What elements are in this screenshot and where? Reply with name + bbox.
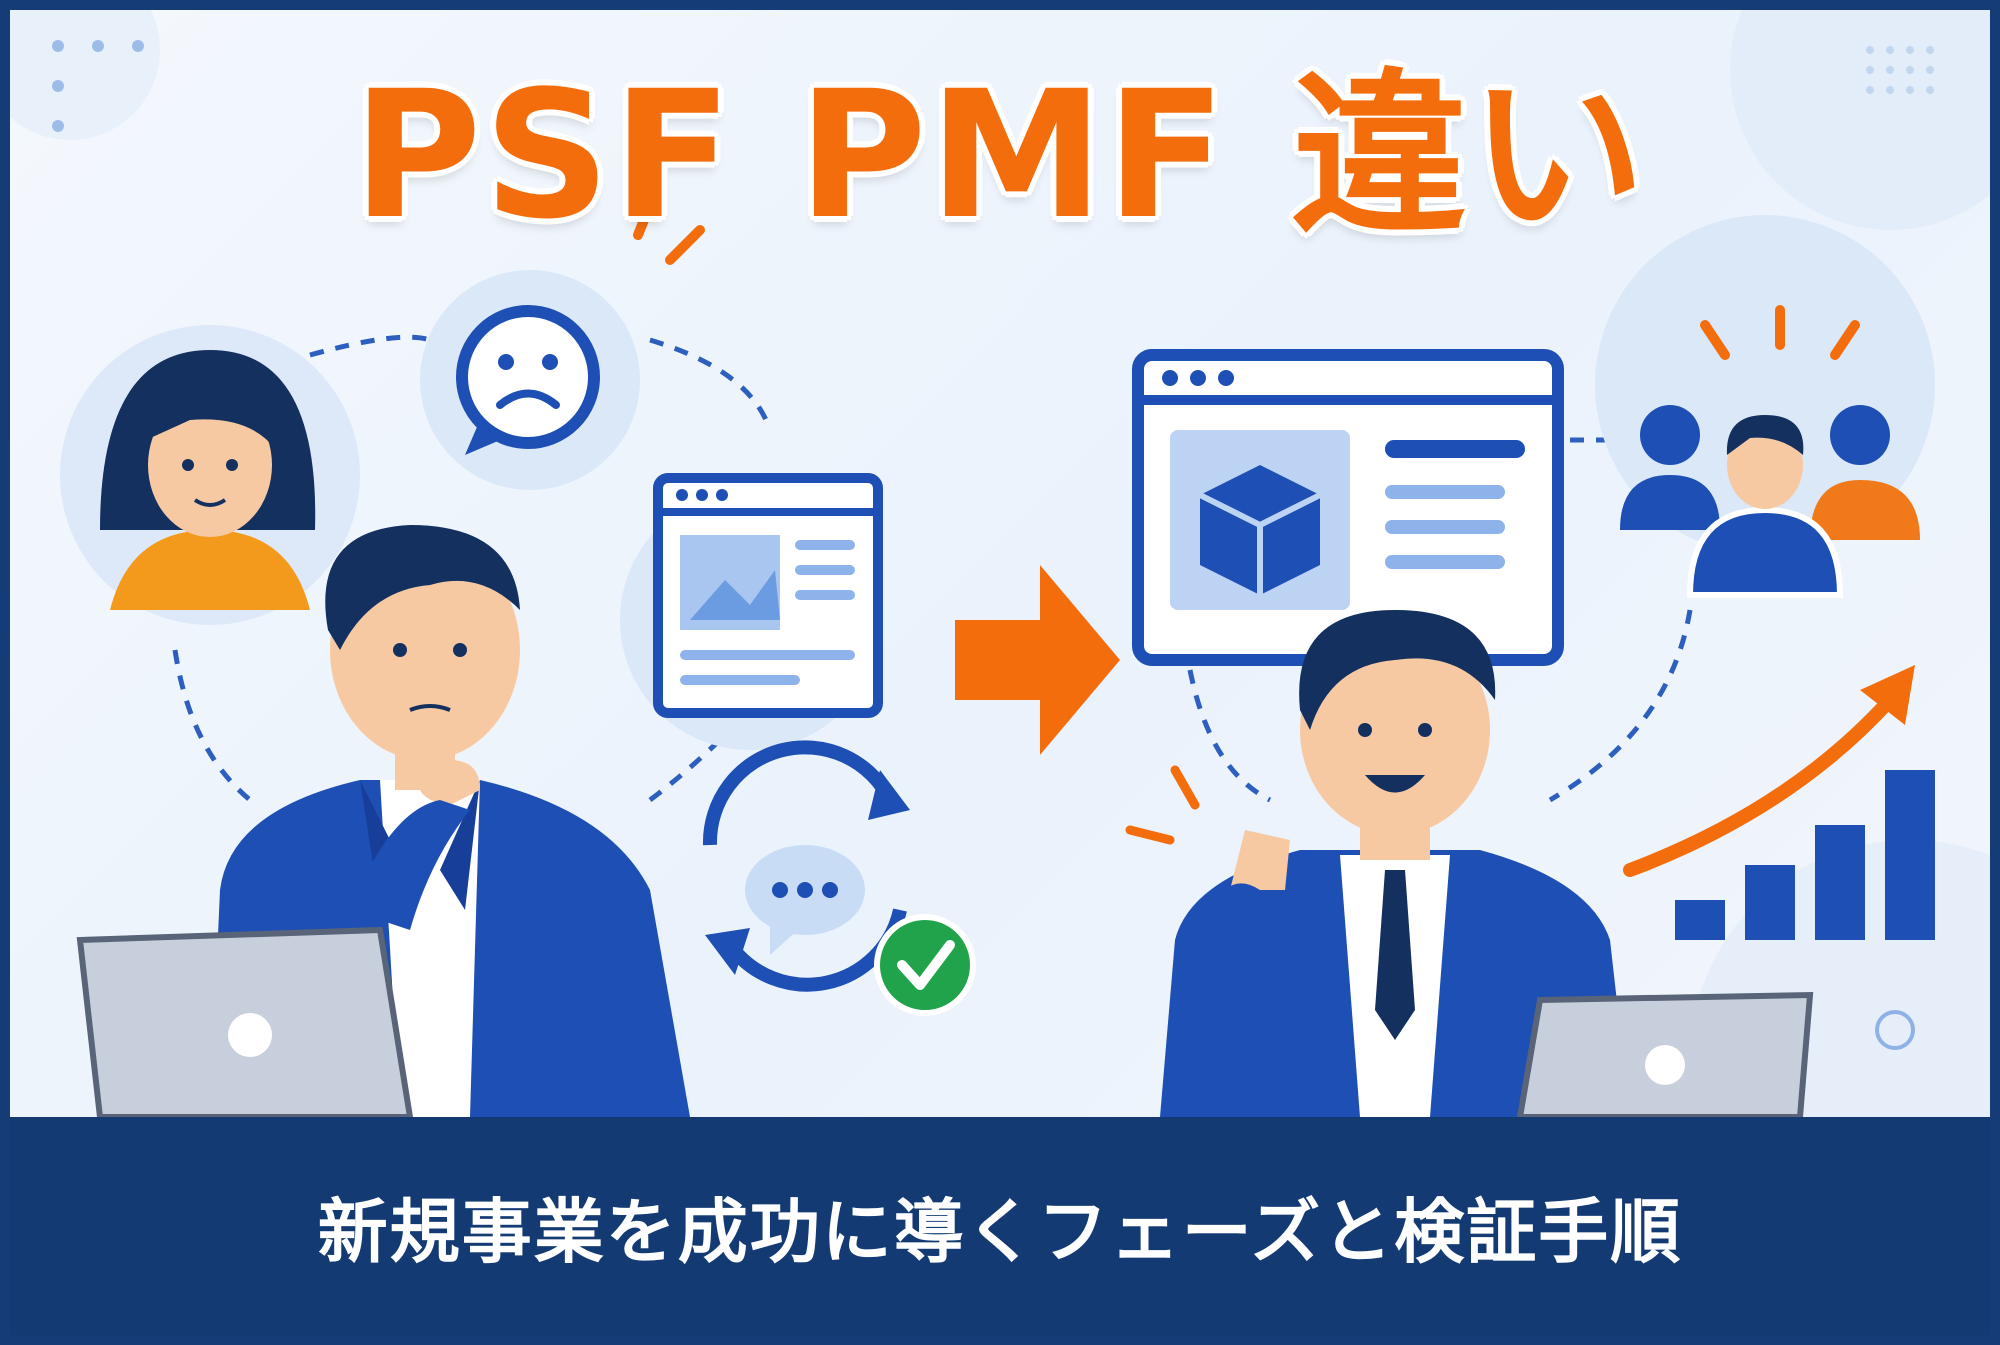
illustration-area: PSF PMF 違い — [10, 10, 1990, 1117]
woman-avatar-icon — [60, 325, 360, 625]
sad-face-speech-icon — [420, 270, 640, 490]
trend-arrow-icon — [1623, 665, 1915, 877]
subtitle-text: 新規事業を成功に導くフェーズと検証手順 — [317, 1190, 1683, 1273]
decor-ring — [1875, 1010, 1915, 1050]
laptop-left — [76, 926, 414, 1117]
product-box-window-icon — [1132, 349, 1564, 666]
dot-grid-left — [52, 40, 144, 132]
excite-marks — [1700, 305, 1860, 360]
psf-cycle-path — [172, 334, 773, 802]
dot-grid-right — [1866, 46, 1934, 94]
web-page-icon — [620, 473, 883, 750]
arrow-right-icon — [955, 565, 1120, 755]
chat-dots-icon — [745, 845, 865, 955]
pmf-cycle-path — [1187, 437, 1693, 803]
growth-bar-chart-icon — [1675, 770, 1935, 940]
happy-man-figure — [1160, 610, 1630, 1117]
fist-spark-marks — [1125, 765, 1200, 845]
laptop-right — [1516, 991, 1814, 1117]
team-icon — [1595, 215, 1935, 598]
check-icon — [874, 914, 976, 1016]
subtitle-banner: 新規事業を成功に導くフェーズと検証手順 — [10, 1117, 1990, 1335]
page-title: PSF PMF 違い — [352, 53, 1648, 258]
illustration-art — [10, 10, 1990, 1117]
spark-marks — [633, 200, 705, 265]
